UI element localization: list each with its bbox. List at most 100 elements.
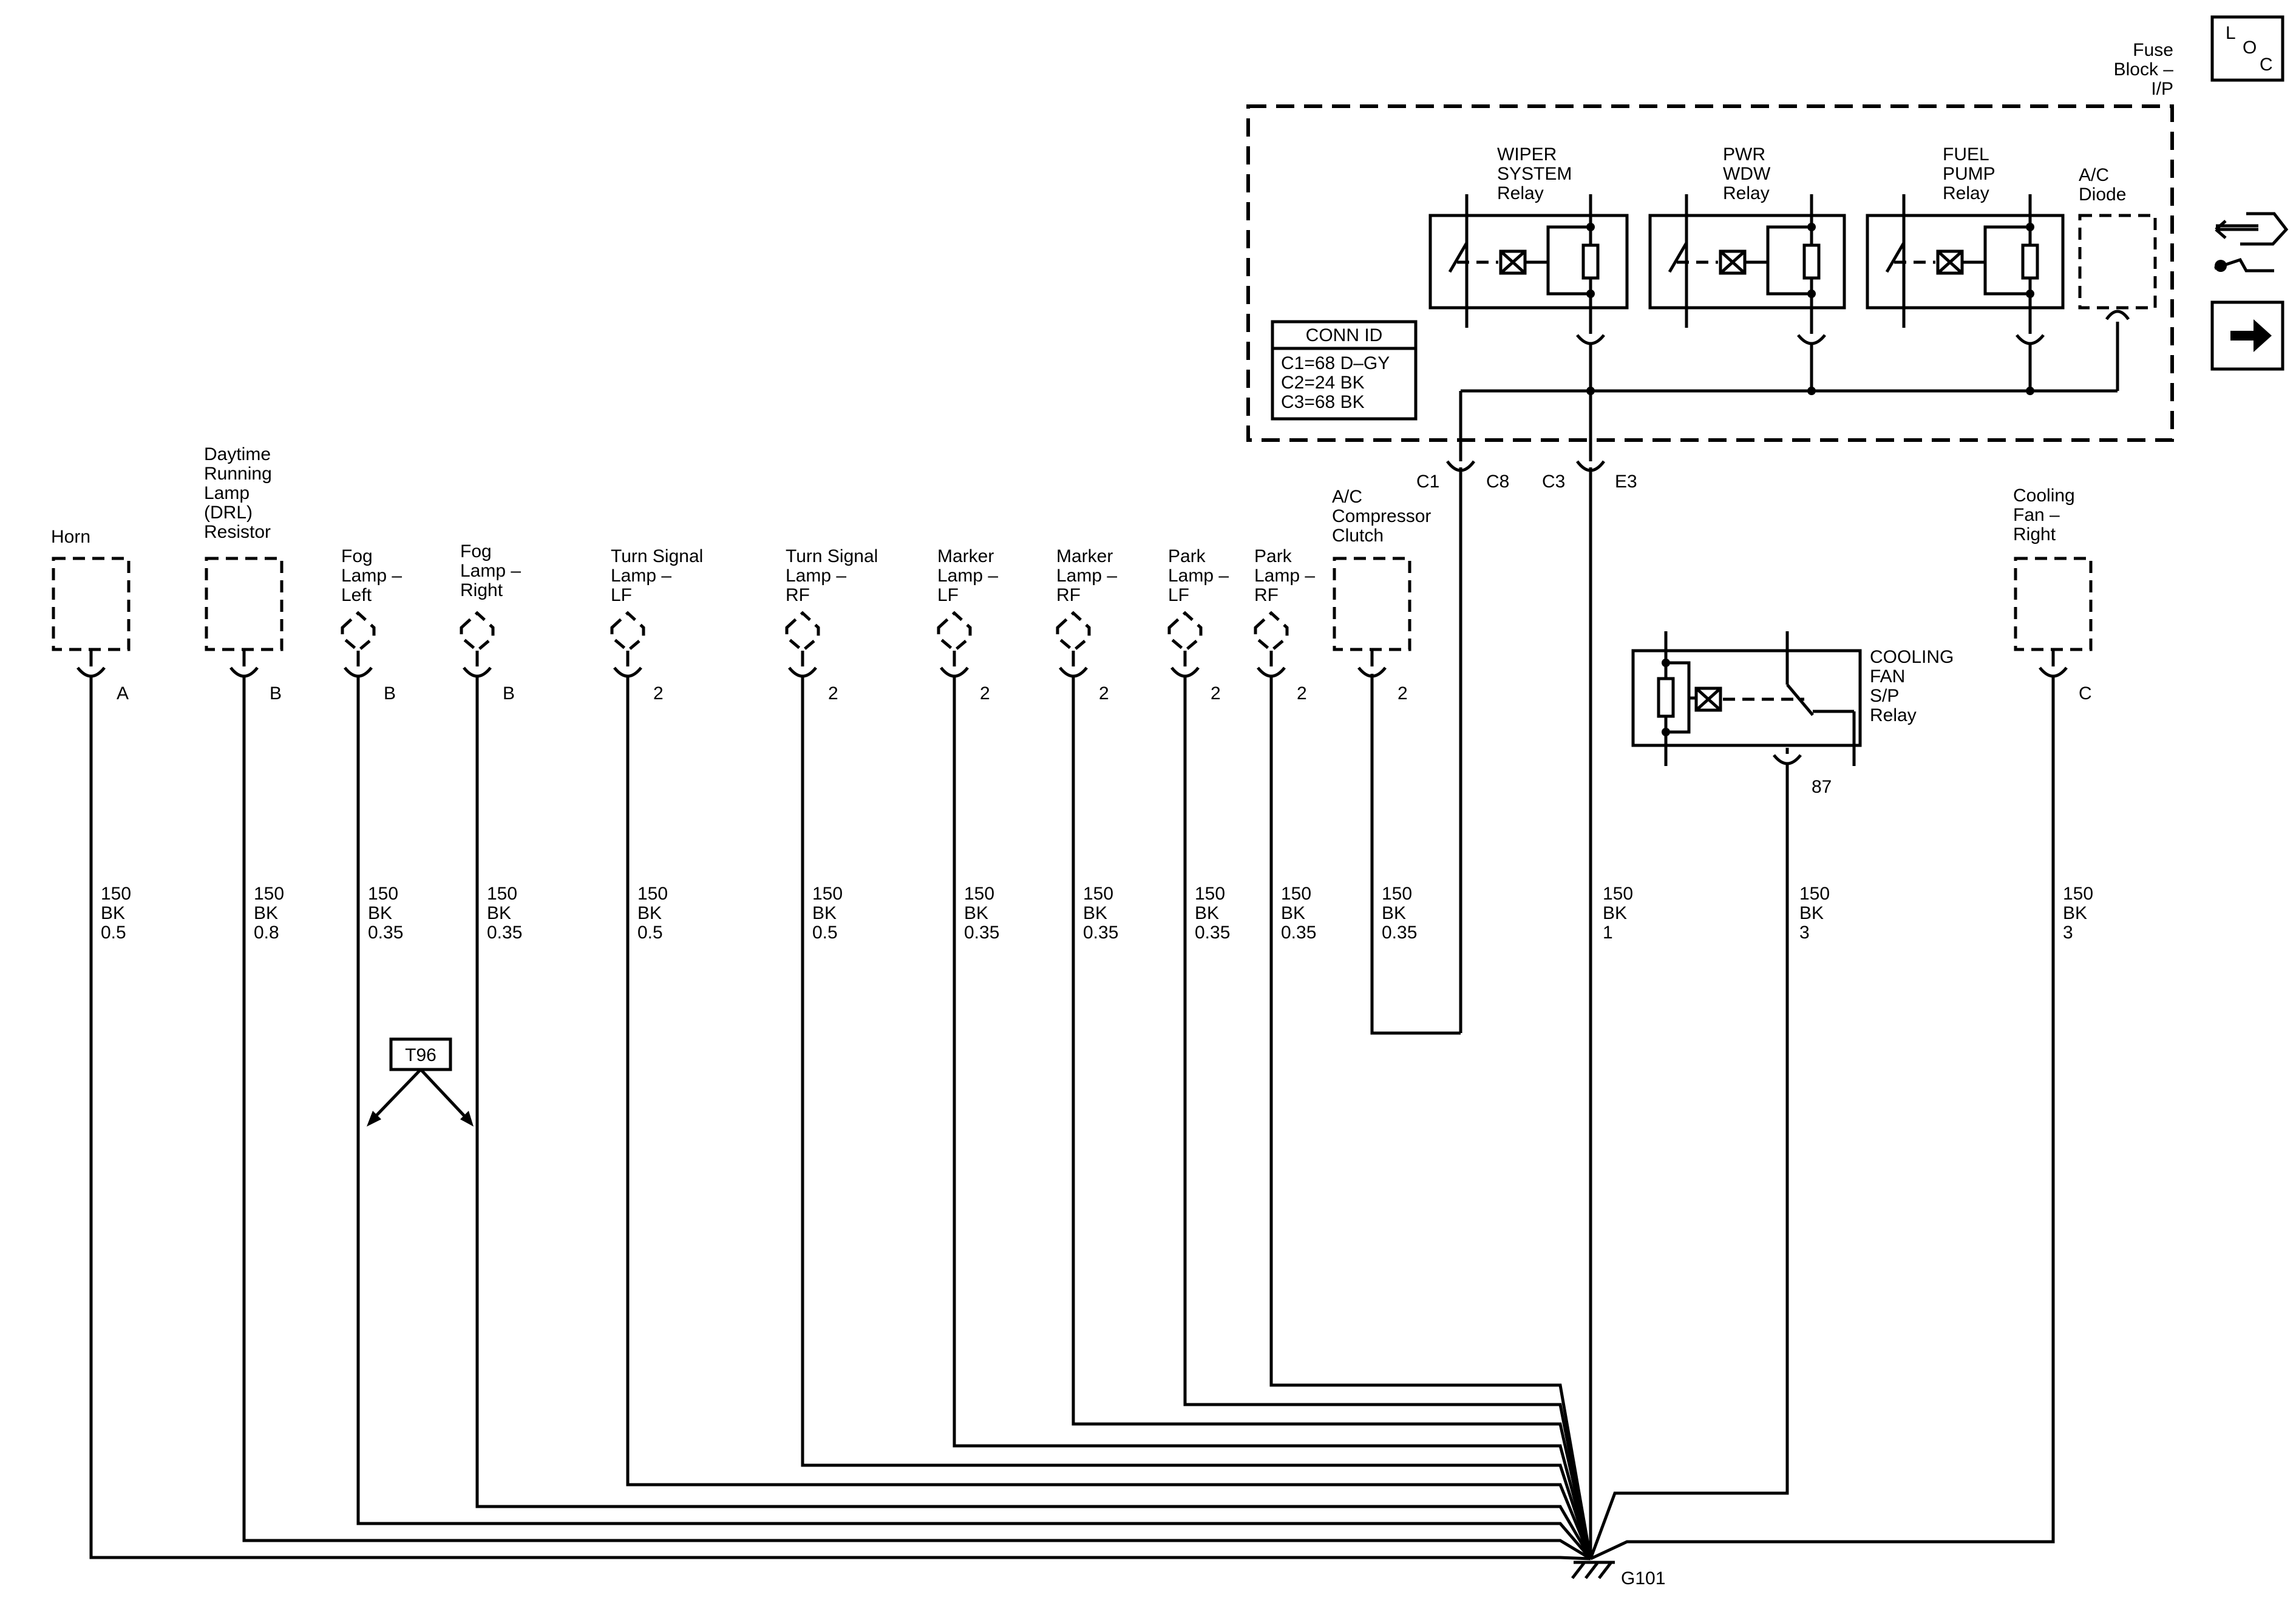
ac-diode: A/C Diode — [2078, 165, 2157, 340]
component-10-label-2: Clutch — [1332, 526, 1384, 546]
component-8-terminal — [1170, 666, 1200, 678]
component-4-label-0: Turn Signal — [611, 546, 703, 566]
component-8-wire-1: BK — [1195, 903, 1219, 923]
component-10-terminal — [1357, 666, 1387, 678]
component-3-wire — [475, 675, 1592, 1560]
component-1-label-2: Lamp — [204, 483, 250, 503]
component-9-terminal — [1257, 666, 1286, 678]
component-6-label-1: Lamp – — [937, 566, 998, 586]
component-0-terminal — [76, 666, 106, 678]
loc-icon[interactable]: L O C — [2210, 15, 2284, 82]
component-9-wire-2: 0.35 — [1281, 923, 1316, 943]
component-9-wire — [1269, 675, 1592, 1559]
component-5-terminal — [788, 666, 817, 678]
component-3-wire-0: 150 — [487, 884, 517, 904]
component-6-pin: 2 — [980, 683, 990, 703]
component-2-wire — [356, 675, 1592, 1560]
component-7-label-1: Lamp – — [1056, 566, 1117, 586]
component-8-label-1: Lamp – — [1168, 566, 1229, 586]
component-6-terminal — [940, 666, 969, 678]
loc-letter-o: O — [2243, 38, 2257, 58]
t96-callout[interactable]: T96 — [367, 1037, 474, 1127]
component-7-wire-2: 0.35 — [1083, 923, 1118, 943]
component-6-wire-1: BK — [964, 903, 988, 923]
component-7-wire-0: 150 — [1083, 884, 1113, 904]
component-9-wire-0: 150 — [1281, 884, 1311, 904]
loc-letter-l: L — [2226, 23, 2236, 43]
cooling-relay-ground-wire — [1589, 1481, 1789, 1559]
fuse-block-label-3: I/P — [2151, 79, 2173, 99]
component-2-wire-1: BK — [368, 903, 392, 923]
component-0-wire-0: 150 — [101, 884, 131, 904]
component-10-pin: 2 — [1398, 683, 1408, 703]
component-11-wire-1: BK — [2063, 903, 2087, 923]
fuel-pump-label-1: FUEL — [1943, 144, 1989, 164]
connector-view-icon[interactable] — [2214, 212, 2289, 273]
component-2-wire-0: 150 — [368, 884, 398, 904]
cooling-relay-label-3: S/P — [1870, 686, 1899, 706]
component-3-terminal — [463, 666, 492, 678]
component-10-wire-1: BK — [1382, 903, 1406, 923]
component-4-label-1: Lamp – — [611, 566, 671, 586]
component-7-body — [1056, 611, 1091, 653]
fuel-pump-relay: FUEL PUMP Relay — [1866, 144, 2065, 328]
component-10-body — [1333, 557, 1411, 651]
component-1-label-3: (DRL) — [204, 503, 253, 523]
component-9-label-0: Park — [1254, 546, 1292, 566]
conn-id-title: CONN ID — [1306, 325, 1383, 345]
component-1-terminal — [229, 666, 259, 678]
wiper-relay-label-2: SYSTEM — [1497, 164, 1572, 184]
conn-c3: C3 — [1542, 472, 1565, 492]
cooling-relay-label-4: Relay — [1870, 705, 1917, 725]
component-1-wire — [242, 675, 1592, 1561]
component-10-label-1: Compressor — [1332, 506, 1431, 526]
component-4-body — [610, 611, 645, 653]
component-0-wire — [89, 675, 1591, 1561]
fuse-block-label-1: Fuse — [2133, 40, 2173, 60]
component-11-wire-2: 3 — [2063, 923, 2073, 943]
component-0-wire-1: BK — [101, 903, 125, 923]
component-11-label-2: Right — [2013, 524, 2056, 544]
next-page-icon[interactable] — [2210, 300, 2284, 371]
loc-letter-c: C — [2260, 55, 2273, 75]
component-5-label-0: Turn Signal — [786, 546, 878, 566]
component-1-wire-0: 150 — [254, 884, 284, 904]
component-4-terminal — [613, 666, 642, 678]
component-5-body — [785, 611, 820, 653]
fuse-wire-size: 1 — [1603, 923, 1613, 943]
conn-id-box: CONN ID C1=68 D–GY C2=24 BK C3=68 BK — [1271, 320, 1418, 421]
ground-g101: G101 — [1571, 1561, 1665, 1588]
component-5-wire-2: 0.5 — [812, 923, 838, 943]
component-6-wire — [953, 675, 1592, 1559]
component-4-wire-1: BK — [637, 903, 662, 923]
component-10-label-0: A/C — [1332, 487, 1362, 507]
component-11-body — [2014, 557, 2093, 651]
cooling-relay-label-1: COOLING — [1870, 647, 1954, 667]
component-2-label-1: Lamp – — [341, 566, 402, 586]
wiper-system-relay: WIPER SYSTEM Relay — [1428, 144, 1629, 328]
pwr-wdw-label-2: WDW — [1723, 164, 1771, 184]
component-8-label-2: LF — [1168, 585, 1189, 605]
conn-c1: C1 — [1416, 472, 1439, 492]
component-5-wire — [801, 675, 1592, 1559]
component-8-wire-0: 150 — [1195, 884, 1225, 904]
component-7-label-0: Marker — [1056, 546, 1113, 566]
component-4-wire-0: 150 — [637, 884, 668, 904]
cooling-relay-wire-size: 3 — [1799, 923, 1810, 943]
component-0-wire-2: 0.5 — [101, 923, 126, 943]
ac-diode-label-2: Diode — [2079, 185, 2126, 205]
component-9-label-1: Lamp – — [1254, 566, 1315, 586]
fuse-wire-color: BK — [1603, 903, 1627, 923]
component-7-label-2: RF — [1056, 585, 1081, 605]
component-1-wire-1: BK — [254, 903, 278, 923]
component-5-wire-1: BK — [812, 903, 837, 923]
component-3-body — [460, 611, 495, 653]
conn-e3: E3 — [1615, 472, 1637, 492]
fuse-wire-circuit: 150 — [1603, 884, 1633, 904]
wiper-relay-label-3: Relay — [1497, 183, 1544, 203]
component-9-pin: 2 — [1297, 683, 1307, 703]
component-1-label-4: Resistor — [204, 522, 271, 542]
component-6-body — [937, 611, 972, 653]
component-8-pin: 2 — [1211, 683, 1221, 703]
fuse-block-connectors: C1 C8 C3 E3 — [1416, 460, 1637, 1559]
